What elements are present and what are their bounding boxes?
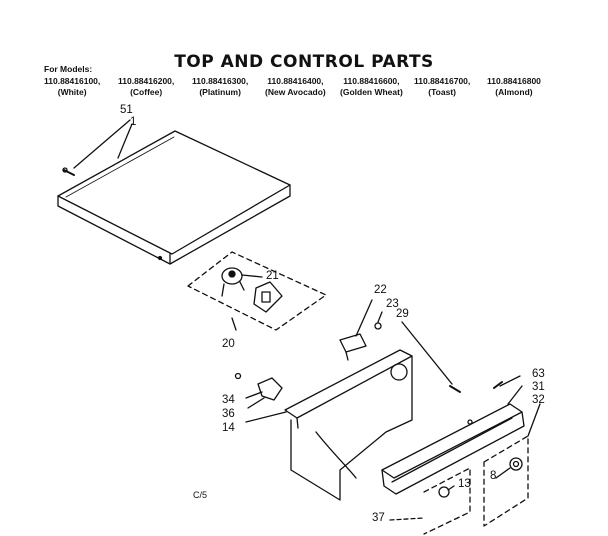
model-number: 110.88416600, bbox=[343, 76, 400, 86]
leader-34 bbox=[245, 391, 263, 399]
leader-51 bbox=[73, 119, 131, 169]
top-screw-part bbox=[62, 167, 75, 176]
model-item: 110.88416400, (New Avocado) bbox=[265, 76, 326, 97]
model-item: 110.88416600, (Golden Wheat) bbox=[340, 76, 403, 97]
model-color: (Golden Wheat) bbox=[340, 87, 403, 97]
callout-37: 37 bbox=[372, 512, 385, 524]
leader-36 bbox=[247, 397, 265, 409]
leader-21 bbox=[241, 274, 263, 278]
group-37-outline bbox=[423, 467, 471, 535]
model-item: 110.88416100, (White) bbox=[44, 76, 100, 97]
callout-20: 20 bbox=[222, 338, 235, 350]
leader-63 bbox=[499, 375, 521, 387]
group-20-outline bbox=[187, 251, 327, 331]
knob-part bbox=[234, 372, 283, 401]
leader-31 bbox=[507, 385, 523, 405]
model-item: 110.88416200, (Coffee) bbox=[118, 76, 174, 97]
knob-8-part bbox=[509, 457, 523, 471]
leader-23 bbox=[377, 311, 383, 323]
knob-13-part bbox=[438, 486, 450, 498]
callout-13: 13 bbox=[458, 478, 471, 490]
callout-29: 29 bbox=[396, 308, 409, 320]
console-panel-part bbox=[284, 349, 413, 501]
model-number: 110.88416800 bbox=[487, 76, 541, 86]
leader-14 bbox=[245, 411, 287, 423]
model-color: (Platinum) bbox=[199, 87, 241, 97]
leader-20 bbox=[231, 317, 237, 331]
leader-1 bbox=[117, 123, 133, 159]
leader-32 bbox=[527, 403, 541, 437]
callout-23: 23 bbox=[386, 298, 399, 310]
callout-34: 34 bbox=[222, 394, 235, 406]
callout-51: 51 bbox=[120, 104, 133, 116]
top-panel-part bbox=[57, 130, 291, 265]
control-switch-part bbox=[253, 281, 283, 313]
page-title: TOP AND CONTROL PARTS bbox=[174, 52, 434, 72]
model-number: 110.88416100, bbox=[44, 76, 101, 86]
callout-22: 22 bbox=[374, 284, 387, 296]
model-color: (New Avocado) bbox=[265, 87, 326, 97]
screw-63-part bbox=[493, 381, 503, 389]
callout-63: 63 bbox=[532, 368, 545, 380]
callout-31: 31 bbox=[532, 381, 545, 393]
bracket-part bbox=[339, 333, 367, 361]
leader-13 bbox=[447, 485, 455, 491]
model-number: 110.88416400, bbox=[267, 76, 324, 86]
leader-29 bbox=[401, 321, 453, 385]
leader-8 bbox=[495, 467, 511, 479]
screw-23-part bbox=[374, 322, 382, 330]
group-32-outline bbox=[483, 435, 529, 527]
model-number: 110.88416300, bbox=[192, 76, 249, 86]
model-color: (Coffee) bbox=[130, 87, 163, 97]
model-color: (Almond) bbox=[495, 87, 533, 97]
callout-1: 1 bbox=[130, 116, 137, 128]
control-strip-part bbox=[381, 403, 525, 495]
callout-32: 32 bbox=[532, 394, 545, 406]
callout-14: 14 bbox=[222, 422, 235, 434]
for-models-label: For Models: bbox=[44, 64, 93, 74]
model-color: (Toast) bbox=[428, 87, 456, 97]
model-number: 110.88416700, bbox=[414, 76, 471, 86]
leader-37 bbox=[389, 517, 425, 521]
leader-22 bbox=[355, 299, 373, 337]
model-item: 110.88416700, (Toast) bbox=[414, 76, 470, 97]
model-item: 110.88416300, (Platinum) bbox=[192, 76, 248, 97]
model-number: 110.88416200, bbox=[118, 76, 175, 86]
footer-code: C/5 bbox=[193, 490, 208, 500]
model-color: (White) bbox=[57, 87, 87, 97]
callout-36: 36 bbox=[222, 408, 235, 420]
callout-8: 8 bbox=[490, 470, 497, 482]
screw-29-part bbox=[449, 385, 461, 393]
callout-21: 21 bbox=[266, 270, 279, 282]
model-item: 110.88416800 (Almond) bbox=[487, 76, 541, 97]
timer-motor-part bbox=[221, 267, 245, 297]
